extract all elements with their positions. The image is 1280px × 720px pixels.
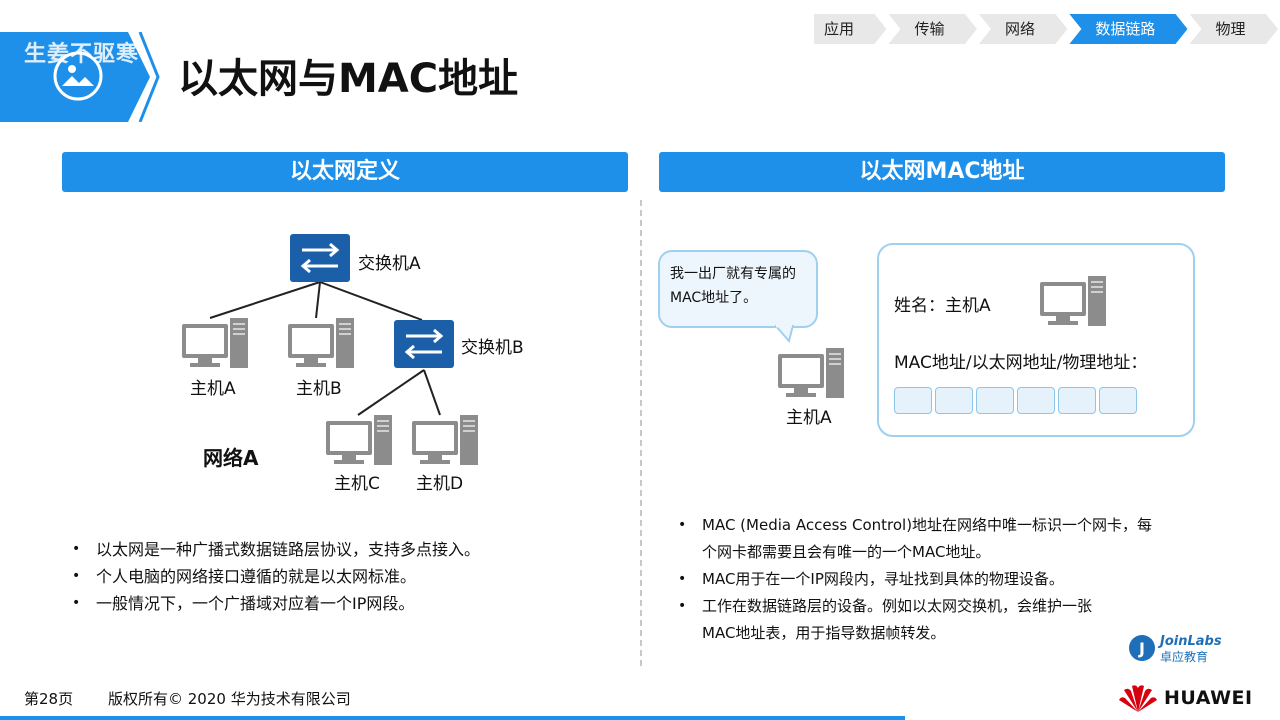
layer-tab-datalink[interactable]: 数据链路层 <box>1069 14 1187 44</box>
speech-bubble: 我一出厂就有专属的 MAC地址了。 <box>658 250 818 328</box>
banner-chevron-icon <box>138 32 160 122</box>
layer-tab-application[interactable]: 应用层 <box>814 14 886 44</box>
host-d-label: 主机D <box>416 474 464 494</box>
network-a-label: 网络A <box>203 446 259 470</box>
bottom-accent-bar <box>0 716 905 720</box>
mac-byte-cell <box>1017 387 1055 414</box>
computer-icon <box>326 415 392 465</box>
layer-breadcrumb: 应用层 传输层 网络层 数据链路层 物理层 <box>814 14 1280 44</box>
list-item: MAC用于在一个IP网段内，寻址找到具体的物理设备。 <box>672 566 1152 593</box>
copyright-text: 版权所有© 2020 华为技术有限公司 <box>108 690 351 708</box>
card-mac-label: MAC地址/以太网地址/物理地址： <box>894 353 1148 373</box>
list-item-line: 个网卡都需要且会有唯一的一个MAC地址。 <box>702 543 991 561</box>
switch-icon <box>394 320 454 368</box>
host-a-label: 主机A <box>190 379 236 399</box>
image-icon <box>53 51 103 101</box>
svg-text:J: J <box>1138 639 1145 658</box>
joinlabs-name: JoinLabs <box>1160 634 1222 649</box>
joinlabs-logo-icon: J <box>1129 635 1155 661</box>
mac-address-cells <box>894 387 1140 414</box>
page-title: 以太网与MAC地址 <box>178 56 519 102</box>
joinlabs-sub: 卓应教育 <box>1160 650 1209 664</box>
header-banner <box>0 32 150 122</box>
section-title-ethernet-mac: 以太网MAC地址 <box>659 152 1225 192</box>
list-item-line: MAC地址表，用于指导数据帧转发。 <box>702 624 946 642</box>
mac-byte-cell <box>935 387 973 414</box>
layer-tab-transport[interactable]: 传输层 <box>888 14 976 44</box>
mac-byte-cell <box>976 387 1014 414</box>
computer-icon <box>1040 276 1106 326</box>
bubble-line-2: MAC地址了。 <box>670 290 758 306</box>
switch-icon <box>290 234 350 282</box>
host-c-label: 主机C <box>334 474 380 494</box>
right-host-a-label: 主机A <box>786 408 832 428</box>
definition-bullets: 以太网是一种广播式数据链路层协议，支持多点接入。 个人电脑的网络接口遵循的就是以… <box>66 536 480 617</box>
column-divider <box>640 200 642 666</box>
layer-tab-network[interactable]: 网络层 <box>979 14 1067 44</box>
switch-b-label: 交换机B <box>461 338 524 358</box>
list-item-line: MAC用于在一个IP网段内，寻址找到具体的物理设备。 <box>702 570 1064 588</box>
topology-lines <box>209 281 441 416</box>
list-item: 个人电脑的网络接口遵循的就是以太网标准。 <box>66 563 480 590</box>
host-b-label: 主机B <box>296 379 342 399</box>
list-item: 工作在数据链路层的设备。例如以太网交换机，会维护一张 MAC地址表，用于指导数据… <box>672 593 1152 647</box>
list-item: 以太网是一种广播式数据链路层协议，支持多点接入。 <box>66 536 480 563</box>
list-item-line: MAC (Media Access Control)地址在网络中唯一标识一个网卡… <box>702 516 1153 534</box>
mac-byte-cell <box>1058 387 1096 414</box>
computer-icon <box>288 318 354 368</box>
computer-icon <box>412 415 478 465</box>
layer-tab-physical[interactable]: 物理层 <box>1190 14 1278 44</box>
huawei-brand-text: HUAWEI <box>1164 687 1253 709</box>
section-title-ethernet-definition: 以太网定义 <box>62 152 628 192</box>
bubble-line-1: 我一出厂就有专属的 <box>670 266 796 282</box>
card-name-text: 姓名：主机A <box>894 296 991 316</box>
mac-byte-cell <box>1099 387 1137 414</box>
page-number: 第28页 <box>24 690 74 708</box>
computer-icon <box>778 348 844 398</box>
list-item-line: 工作在数据链路层的设备。例如以太网交换机，会维护一张 <box>702 597 1093 615</box>
list-item: MAC (Media Access Control)地址在网络中唯一标识一个网卡… <box>672 512 1152 566</box>
list-item: 一般情况下，一个广播域对应着一个IP网段。 <box>66 590 480 617</box>
mac-byte-cell <box>894 387 932 414</box>
switch-a-label: 交换机A <box>358 254 421 274</box>
computer-icon <box>182 318 248 368</box>
huawei-logo-icon <box>1119 685 1157 712</box>
mac-bullets: MAC (Media Access Control)地址在网络中唯一标识一个网卡… <box>672 512 1152 647</box>
watermark-text: 生姜不驱寒 <box>24 42 140 67</box>
speech-bubble-tail-icon <box>775 325 795 343</box>
